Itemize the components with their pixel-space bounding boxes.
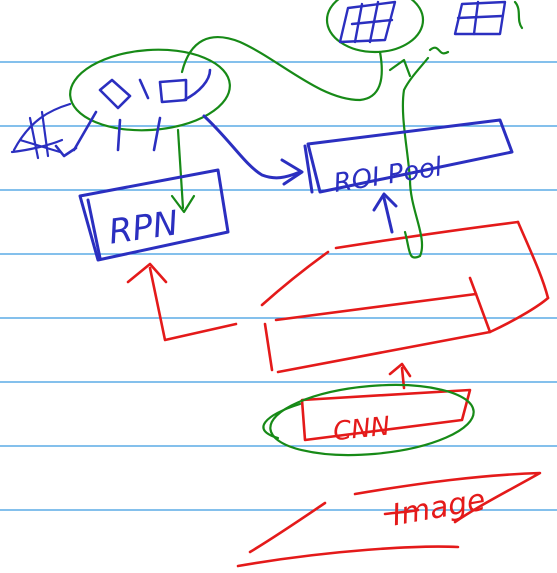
cnn-circle-tail (262, 402, 302, 440)
roi-pool-label: ROI Pool (332, 152, 445, 199)
feature-map (260, 220, 550, 374)
roi-pool-box (303, 118, 514, 194)
anchor-to-output-link (180, 36, 383, 102)
image-sketch (236, 471, 542, 568)
cnn-label: CNN (332, 411, 392, 447)
green-annotations (69, 0, 524, 457)
cnn-box (300, 388, 472, 442)
output-circle (325, 0, 425, 54)
anchor-to-rpn-link (176, 128, 185, 210)
feature-to-rpn-arrow (126, 262, 238, 342)
anchor-to-rpn-arrowhead (170, 194, 196, 214)
anchor-grid (54, 68, 212, 158)
rpn-box (78, 168, 230, 262)
feature-to-roi-arrow (372, 192, 398, 234)
anchor-circle (69, 48, 231, 132)
cnn-circle (269, 383, 475, 457)
output-squiggle (428, 0, 524, 55)
rpn-label: RPN (106, 203, 180, 252)
output-grids (338, 0, 507, 44)
roi-output-arrowhead (388, 58, 412, 78)
rpn-to-roi-arrow (202, 114, 304, 186)
image-label: Image (389, 483, 488, 534)
ruled-lines (0, 61, 557, 511)
roi-to-output-link (401, 56, 430, 259)
anchor-boxes-sketch (10, 102, 72, 160)
